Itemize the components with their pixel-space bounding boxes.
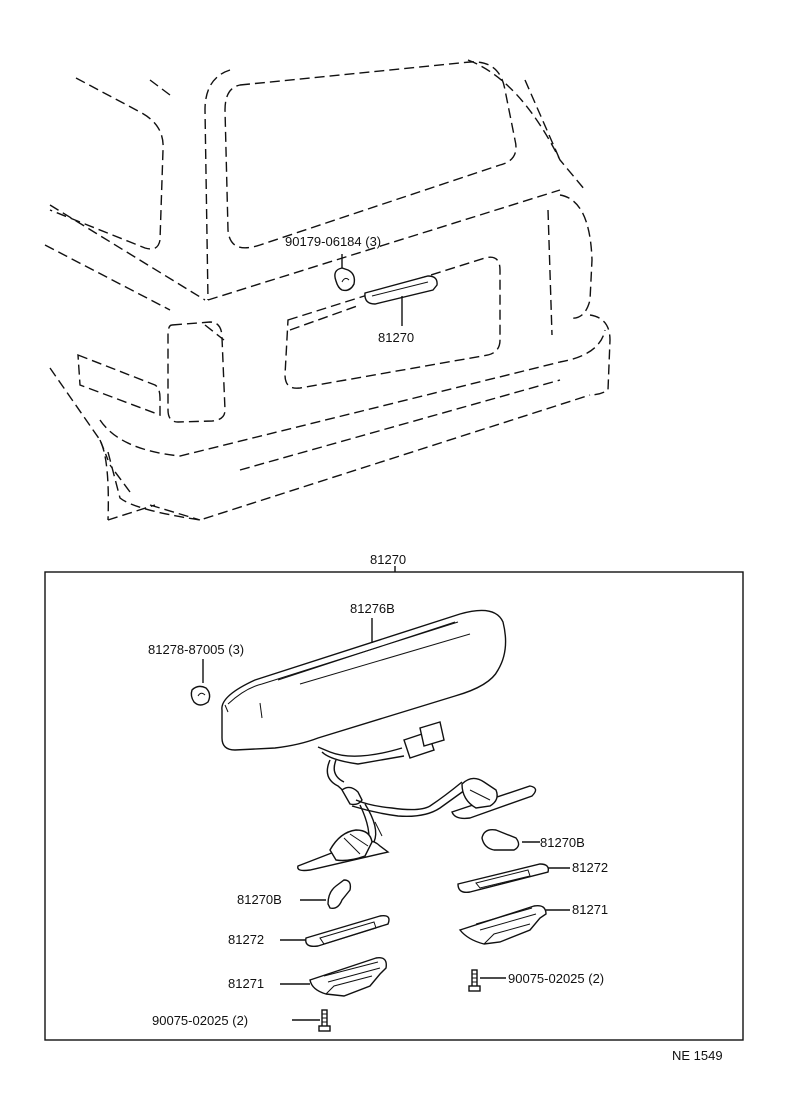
- left-bulb: [327, 879, 352, 910]
- right-bulb-label: 81270B: [540, 835, 585, 850]
- lamp-lens: [221, 609, 507, 751]
- lamp-assembly-on-hatch: [364, 275, 438, 305]
- left-screw: [318, 1009, 331, 1032]
- vehicle-rear-view: [44, 59, 611, 521]
- detail-box: [44, 571, 744, 1041]
- detail-box-title: 81270: [370, 552, 406, 567]
- assembly-part-label: 81270: [378, 330, 414, 345]
- left-housing: [309, 957, 387, 997]
- left-bulb-label: 81270B: [237, 892, 282, 907]
- clip-part-label: 81278-87005 (3): [148, 642, 244, 657]
- right-gasket-label: 81272: [572, 860, 608, 875]
- left-gasket: [305, 914, 390, 948]
- left-housing-label: 81271: [228, 976, 264, 991]
- lens-part-label: 81276B: [350, 601, 395, 616]
- grommet-part-label: 90179-06184 (3): [285, 234, 381, 249]
- right-screw: [468, 969, 481, 992]
- right-screw-label: 90075-02025 (2): [508, 971, 604, 986]
- figure-code: NE 1549: [672, 1048, 723, 1063]
- wiring-harness: [317, 721, 466, 847]
- left-screw-label: 90075-02025 (2): [152, 1013, 248, 1028]
- left-gasket-label: 81272: [228, 932, 264, 947]
- right-housing: [458, 904, 547, 945]
- right-housing-label: 81271: [572, 902, 608, 917]
- left-socket: [297, 821, 390, 872]
- lens-clip: [190, 685, 211, 706]
- grommet-on-hatch: [334, 267, 356, 292]
- right-bulb: [481, 828, 520, 851]
- right-socket: [451, 777, 537, 820]
- right-gasket: [457, 863, 550, 894]
